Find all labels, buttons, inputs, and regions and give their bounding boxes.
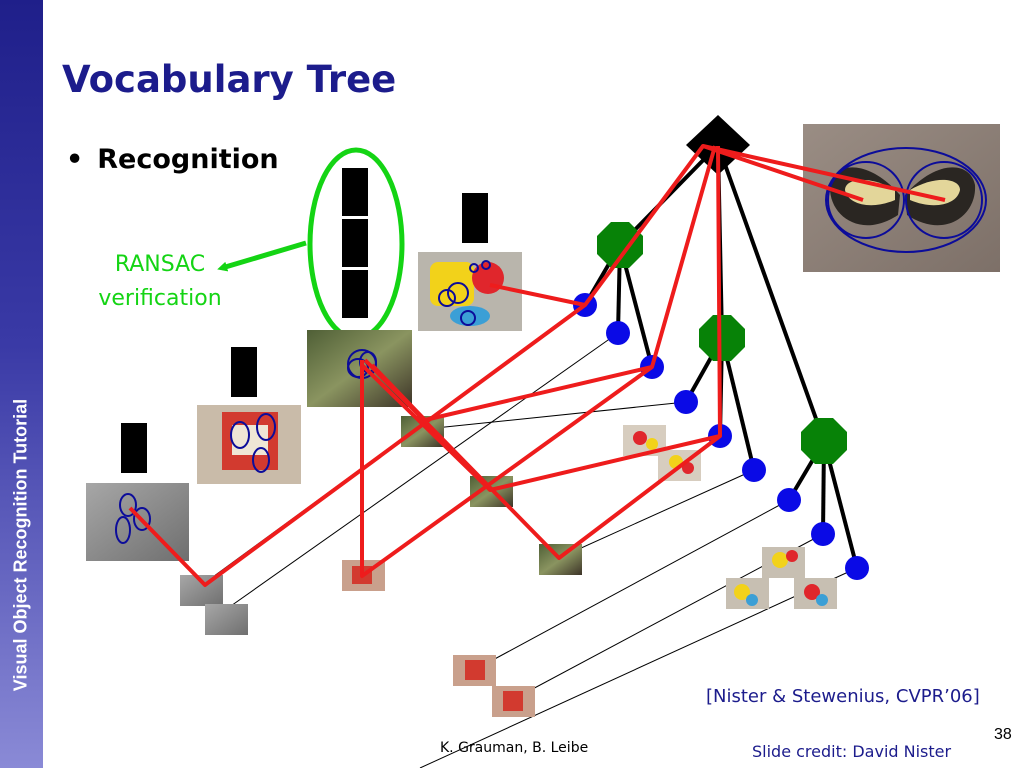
page-number: 38 xyxy=(994,726,1012,743)
query-image-butterfly xyxy=(803,124,1000,272)
score-bar xyxy=(342,219,368,267)
ransac-label: RANSAC verification xyxy=(75,248,245,316)
db-line xyxy=(558,469,755,559)
inner-node-icon xyxy=(597,222,643,268)
leaf-node-icon xyxy=(811,522,835,546)
candidate-box xyxy=(197,405,301,484)
root-node-icon xyxy=(686,115,750,175)
sidebar: Visual Object Recognition Tutorial xyxy=(0,0,43,768)
thumb-plant xyxy=(539,544,582,575)
match-path xyxy=(360,145,717,578)
bullet-dot-icon: • xyxy=(66,144,84,175)
candidate-face xyxy=(86,483,189,561)
tree-edge xyxy=(716,144,826,442)
slide-credit: Slide credit: David Nister xyxy=(752,742,952,761)
ransac-label-line2: verification xyxy=(98,286,222,311)
leaf-node-icon xyxy=(606,321,630,345)
bullet-label: Recognition xyxy=(97,144,279,175)
score-bar xyxy=(342,270,368,318)
candidate-toy xyxy=(418,252,522,331)
score-bars xyxy=(121,168,488,473)
score-bar xyxy=(462,193,488,243)
score-bar xyxy=(342,168,368,216)
inner-nodes xyxy=(597,222,847,464)
score-bar xyxy=(231,347,257,397)
db-line xyxy=(227,332,619,609)
match-path xyxy=(489,283,586,307)
match-path xyxy=(360,145,722,492)
slide-title: Vocabulary Tree xyxy=(62,58,397,101)
inner-node-icon xyxy=(699,315,745,361)
leaf-node-icon xyxy=(777,488,801,512)
match-paths xyxy=(128,144,946,587)
match-path xyxy=(128,144,705,587)
score-bar xyxy=(121,423,147,473)
citation: [Nister & Stewenius, CVPR’06] xyxy=(706,686,980,707)
leaf-node-icon xyxy=(845,556,869,580)
match-path xyxy=(370,363,653,422)
db-line xyxy=(419,567,858,768)
authors: K. Grauman, B. Leibe xyxy=(440,740,589,756)
db-line xyxy=(415,401,687,431)
leaf-node-icon xyxy=(742,458,766,482)
thumb-face xyxy=(205,604,248,635)
candidate-plant xyxy=(307,330,412,407)
leaf-node-icon xyxy=(674,390,698,414)
sidebar-gradient xyxy=(0,0,43,768)
ransac-label-line1: RANSAC xyxy=(114,252,206,277)
match-path xyxy=(363,358,722,560)
db-line xyxy=(477,499,790,669)
inner-node-icon xyxy=(801,418,847,464)
ransac-arrow-icon xyxy=(217,240,307,272)
bullet-item: • Recognition xyxy=(66,144,279,175)
